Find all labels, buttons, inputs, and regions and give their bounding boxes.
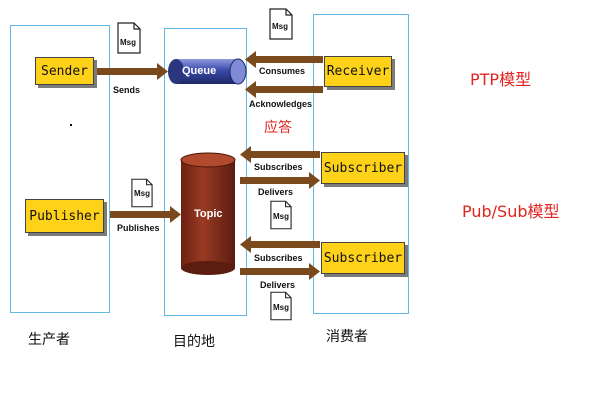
message-icon-publishes [131,178,153,208]
publishes-label: Publishes [117,223,160,233]
arrow-consumes [245,51,323,68]
delivers-label-1: Delivers [258,187,294,197]
subscriber-node-2: Subscriber [321,242,405,274]
arrow-acknowledges [245,81,323,98]
message-label-delivers-1: Msg [273,212,289,221]
topic-cylinder [180,152,236,275]
arrow-subscribes-1 [240,146,320,163]
stray-dot [70,124,72,126]
message-icon-delivers-1 [270,200,292,230]
producer-caption: 生产者 [28,332,70,348]
subscribes-label-2: Subscribes [254,253,303,263]
message-label-sends: Msg [120,38,136,47]
consumer-caption: 消费者 [326,329,368,345]
queue-label: Queue [182,65,217,77]
ack-note: 应答 [264,120,292,136]
subscriber-node-1: Subscriber [321,152,405,184]
sender-node: Sender [35,57,94,85]
acknowledges-label: Acknowledges [249,99,313,109]
consumes-label: Consumes [259,66,306,76]
destination-caption: 目的地 [173,334,215,350]
pubsub-model-caption: Pub/Sub模型 [462,202,560,221]
topic-label: Topic [194,208,223,220]
delivers-label-2: Delivers [260,280,296,290]
arrow-sends [97,63,168,80]
sends-label: Sends [113,85,141,95]
receiver-node: Receiver [324,56,392,87]
message-label-publishes: Msg [134,189,150,198]
message-icon-sends [117,22,141,54]
arrow-subscribes-2 [240,236,320,253]
consumer-region [313,14,409,314]
subscribes-label-1: Subscribes [254,162,303,172]
arrow-delivers-1 [240,172,320,189]
arrow-delivers-2 [240,263,320,280]
ptp-model-caption: PTP模型 [470,70,532,89]
message-label-consumes: Msg [272,22,288,31]
message-label-delivers-2: Msg [273,303,289,312]
destination-region [164,28,247,316]
queue-cylinder [168,58,247,85]
arrow-publishes [110,206,181,223]
publisher-node: Publisher [25,199,104,233]
producer-region [10,25,110,313]
message-icon-delivers-2 [270,291,292,321]
message-icon-consumes [269,8,293,40]
